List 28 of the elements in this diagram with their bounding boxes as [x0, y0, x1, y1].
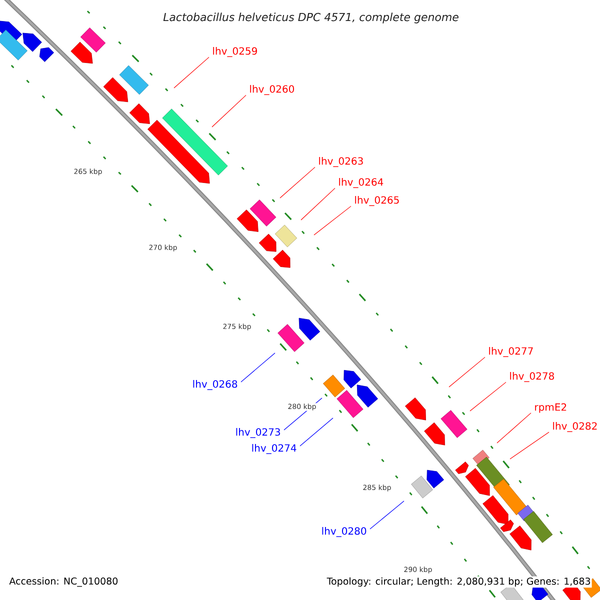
leader-line	[314, 206, 352, 236]
leader-line	[510, 432, 550, 460]
gene-label: lhv_0280	[322, 527, 366, 537]
gene-label: lhv_0259	[213, 47, 257, 57]
gene-label: lhv_0264	[339, 178, 384, 188]
gene-label: lhv_0265	[355, 196, 399, 206]
gene-label: lhv_0278	[510, 372, 554, 382]
accession-text: Accession: NC_010080	[8, 576, 120, 588]
gene-label: lhv_0260	[250, 85, 294, 95]
gene-label: lhv_0282	[553, 422, 597, 432]
leader-line	[174, 56, 210, 88]
leader-line	[280, 166, 316, 198]
leader-line	[212, 94, 246, 128]
leader-line	[240, 352, 276, 382]
gene-label: lhv_0273	[236, 428, 280, 438]
leader-line	[300, 418, 334, 446]
gene-label: lhv_0277	[489, 347, 533, 357]
gene-label: lhv_0268	[193, 380, 238, 390]
gene-label: rpmE2	[535, 403, 566, 413]
leader-line	[370, 500, 404, 530]
leader-line	[470, 382, 506, 412]
title: Lactobacillus helveticus DPC 4571, complete genome	[163, 12, 458, 24]
leader-line	[448, 356, 486, 388]
genome-info-text: Topology: circular; Length: 2,080,931 bp; Genes: 1,683	[326, 576, 592, 588]
gene-label: lhv_0263	[319, 157, 363, 167]
gene-label: lhv_0274	[252, 444, 296, 454]
leader-line	[496, 412, 532, 444]
leader-line	[300, 188, 336, 220]
